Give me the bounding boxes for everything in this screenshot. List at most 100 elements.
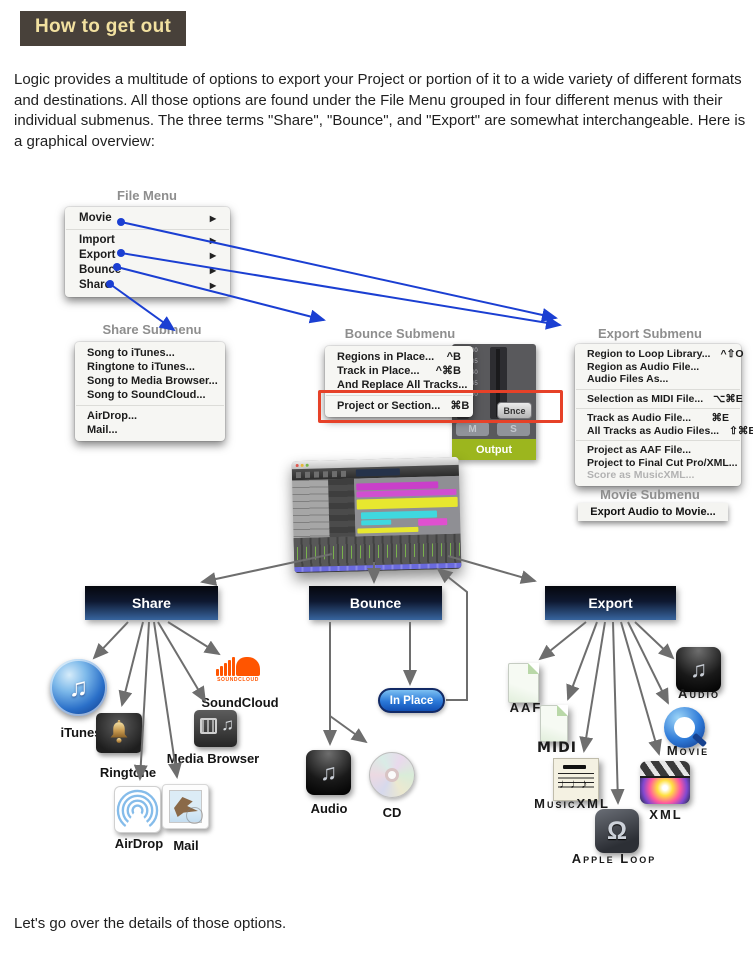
menu-item-label: Bounce <box>79 264 122 276</box>
submenu-arrow-icon: ▶ <box>209 281 216 290</box>
movie-submenu-title: Movie Submenu <box>600 487 700 502</box>
fader-track[interactable] <box>490 347 507 419</box>
menu-item-audio-files-as[interactable]: Audio Files As... <box>575 373 741 386</box>
menu-item-airdrop[interactable]: AirDrop... <box>87 410 138 422</box>
apple-loop-icon: Ω <box>595 809 639 853</box>
film-frame-icon <box>200 718 217 734</box>
share-submenu-title: Share Submenu <box>102 322 202 337</box>
menu-item-share[interactable]: Share ▶ <box>65 278 230 293</box>
bounce-submenu-title: Bounce Submenu <box>344 326 456 341</box>
region-block <box>361 519 391 526</box>
menu-separator <box>576 440 740 441</box>
menu-item-label: Share <box>79 279 111 291</box>
menu-item-regions-in-place[interactable]: Regions in Place...^B <box>325 350 473 364</box>
menu-item-label: Project to Final Cut Pro/XML... <box>587 456 738 469</box>
output-channel-label: Output <box>452 439 536 460</box>
airdrop-label: AirDrop <box>114 836 164 851</box>
mixer-panel <box>293 533 462 574</box>
menu-item-import[interactable]: Import▶ <box>65 233 230 248</box>
menu-item-bounce[interactable]: Bounce▶ <box>65 263 230 278</box>
bounce-submenu: Regions in Place...^B Track in Place...^… <box>325 346 473 417</box>
clapperboard-lens <box>640 778 690 804</box>
menu-item-selection-as-midi-file[interactable]: Selection as MIDI File... ⌥⌘E <box>575 392 743 406</box>
media-browser-label: Media Browser <box>166 751 260 766</box>
cd-label: CD <box>382 805 402 820</box>
itunes-label: iTunes <box>60 725 102 740</box>
menu-item-mail[interactable]: Mail... <box>87 424 118 436</box>
menu-item-track-in-place[interactable]: Track in Place...^⌘B <box>325 364 473 378</box>
menu-item-region-as-audio-file[interactable]: Region as Audio File... <box>575 361 741 374</box>
export-submenu-title: Export Submenu <box>597 326 703 341</box>
bounce-flow-button[interactable]: Bounce <box>309 586 442 620</box>
menu-item-and-replace-all-tracks[interactable]: And Replace All Tracks... <box>325 378 473 392</box>
menu-item-song-to-soundcloud[interactable]: Song to SoundCloud... <box>87 389 206 401</box>
scale-tick: 35 <box>471 359 478 365</box>
mixer-channel-labels <box>294 562 462 573</box>
soundcloud-label: SoundCloud <box>201 695 279 710</box>
menu-item-track-as-audio-file[interactable]: Track as Audio File...⌘E <box>575 412 741 425</box>
mute-button[interactable]: M <box>456 422 489 436</box>
menu-separator <box>76 405 224 406</box>
airdrop-icon <box>114 786 161 833</box>
menu-item-movie[interactable]: Movie▶ <box>65 211 230 226</box>
region-block <box>356 497 458 510</box>
menu-item-label: Movie <box>79 212 112 224</box>
shortcut: ^⌘B <box>435 365 461 377</box>
menu-item-label: Selection as MIDI File... <box>587 392 704 405</box>
page-title: How to get out <box>20 11 187 46</box>
itunes-icon: ♫ <box>50 659 107 716</box>
soundcloud-wordmark: SOUNDCLOUD <box>217 677 259 683</box>
fader-scale: 30 35 40 45 60 <box>471 348 489 398</box>
logic-main-window-screenshot <box>291 456 462 574</box>
cd-disc-icon <box>369 752 415 798</box>
intro-paragraph: Logic provides a multitude of options to… <box>14 71 746 151</box>
menu-item-project-or-section[interactable]: Project or Section...⌘B <box>325 399 473 413</box>
highlight-box <box>318 390 563 423</box>
export-flow-button[interactable]: Export <box>545 586 676 620</box>
menu-item-export-audio-to-movie[interactable]: Export Audio to Movie... <box>578 503 728 521</box>
menu-item-song-to-media-browser[interactable]: Song to Media Browser... <box>87 375 218 387</box>
menu-item-label: Audio Files As... <box>587 373 669 385</box>
shortcut: ⌥⌘E <box>713 392 743 405</box>
menu-separator <box>576 388 740 390</box>
shortcut: ⌘E <box>711 412 729 424</box>
in-place-button[interactable]: In Place <box>378 688 445 713</box>
music-note-icon: ♫ <box>68 672 89 702</box>
menu-separator <box>326 395 472 396</box>
xml-label: XML <box>649 807 683 822</box>
menu-item-label: Region as Audio File... <box>587 360 700 373</box>
final-cut-xml-icon <box>640 761 690 804</box>
shortcut: ⌘B <box>450 400 470 412</box>
menu-item-project-to-final-cut-pro-xml[interactable]: Project to Final Cut Pro/XML... <box>575 457 741 470</box>
inspector-panel <box>292 479 330 539</box>
eagle-icon <box>174 797 198 817</box>
shortcut: ⇧⌘E <box>729 424 753 437</box>
region-block <box>357 526 419 534</box>
menu-item-region-to-loop-library[interactable]: Region to Loop Library...^⇧O <box>575 348 744 361</box>
bounce-strip-button[interactable]: Bnce <box>497 402 532 419</box>
clapperboard-top <box>640 761 690 778</box>
menu-item-ringtone-to-itunes[interactable]: Ringtone to iTunes... <box>87 361 195 373</box>
shortcut: ^B <box>446 351 461 363</box>
menu-item-label: Project as AAF File... <box>587 444 692 456</box>
loop-glyph-icon: Ω <box>606 816 628 845</box>
soundcloud-cloud-icon <box>210 650 266 676</box>
menu-item-project-as-aaf-file[interactable]: Project as AAF File... <box>575 444 741 457</box>
audio-file-icon: ♫ <box>306 750 351 795</box>
menu-item-label: Score as MusicXML... <box>587 469 695 481</box>
apple-loop-label: Apple Loop <box>571 851 657 866</box>
aaf-label: AAF <box>509 700 543 715</box>
menu-item-export[interactable]: Export▶ <box>65 248 230 263</box>
mail-label: Mail <box>173 838 199 853</box>
menu-item-all-tracks-as-audio-files[interactable]: All Tracks as Audio Files...⇧⌘E <box>575 425 753 438</box>
media-browser-icon: ♫ <box>194 710 237 747</box>
shortcut: ^⇧O <box>720 348 744 360</box>
region-block <box>418 517 448 526</box>
arrange-area <box>354 475 461 537</box>
mail-icon <box>162 784 209 829</box>
solo-button[interactable]: S <box>497 422 530 436</box>
share-flow-button[interactable]: Share <box>85 586 218 620</box>
bell-icon <box>110 720 128 743</box>
ringtone-icon <box>96 713 142 753</box>
menu-item-song-to-itunes[interactable]: Song to iTunes... <box>87 347 175 359</box>
